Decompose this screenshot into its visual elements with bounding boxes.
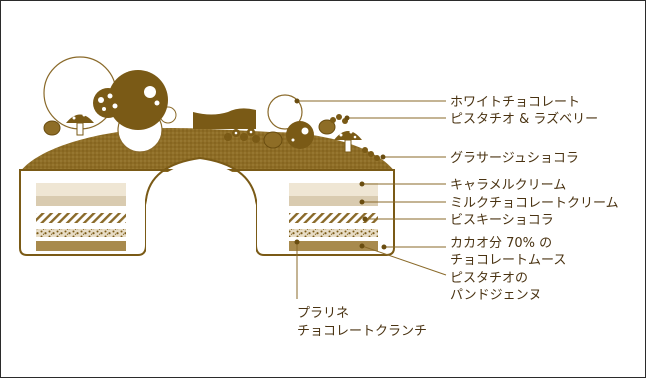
white-sphere-small xyxy=(267,94,303,130)
chocolate-ball-right xyxy=(286,121,314,149)
label-pistachio-raspberry: ピスタチオ & ラズベリー xyxy=(450,111,598,127)
left-layers xyxy=(36,183,126,251)
label-glacage: グラサージュショコラ xyxy=(450,151,579,166)
chocolate-ball-large-shine xyxy=(144,86,156,98)
milk-cream-layer-left xyxy=(36,196,126,206)
label-white-chocolate: ホワイトチョコレート xyxy=(450,95,580,110)
spot xyxy=(82,113,86,117)
milk-cream-layer-right xyxy=(289,196,378,206)
chocolate-pearls-center xyxy=(224,128,260,143)
leader-lines xyxy=(296,100,447,299)
caramel-cream-layer-left xyxy=(36,183,126,196)
top-decorations xyxy=(43,56,380,161)
mushroom-stem-right xyxy=(344,139,352,153)
label-caramel-cream: キャラメルクリーム xyxy=(450,178,566,193)
crunch-layer-left xyxy=(36,229,126,237)
chocolate-ball-large-shine-2 xyxy=(154,100,160,106)
spot xyxy=(102,107,106,111)
biscuit-layer-left xyxy=(36,213,126,223)
genoise-layer-left xyxy=(36,241,126,251)
labels: ホワイトチョコレート ピスタチオ & ラズベリー グラサージュショコラ キャラメ… xyxy=(297,95,619,339)
right-layers xyxy=(289,183,378,251)
spot xyxy=(112,103,118,109)
genoise-layer-right xyxy=(289,241,378,251)
mushroom-cap-right xyxy=(334,131,362,140)
biscuit-layer-right xyxy=(289,213,378,223)
label-cacao-mousse-line2: チョコレートムース xyxy=(450,253,566,268)
chocolate-ball-large xyxy=(108,70,168,130)
spot xyxy=(72,116,76,120)
caramel-cream-layer-right xyxy=(289,183,378,196)
spotted-ball-left xyxy=(93,88,123,118)
mushroom-stem-left xyxy=(76,122,84,136)
mushroom-cap-left xyxy=(66,114,94,123)
spot xyxy=(98,97,104,103)
hazelnut-right-2 xyxy=(318,119,336,135)
crunch-layer-right xyxy=(289,229,378,237)
label-pain-de-genes-line2: パンドジェンヌ xyxy=(450,288,542,303)
label-milk-chocolate-cream: ミルクチョコレートクリーム xyxy=(450,196,619,211)
leader-dots xyxy=(294,98,387,250)
hazelnut-left xyxy=(43,120,61,136)
label-praline-line2: チョコレートクランチ xyxy=(297,324,427,339)
label-biscuit-chocolat: ビスキーショコラ xyxy=(450,213,554,228)
spot xyxy=(107,93,113,99)
chocolate-plaque xyxy=(193,108,256,129)
chocolate-ball-right-shine xyxy=(301,127,309,135)
chocolate-pearls-right xyxy=(362,147,380,161)
cake-arch xyxy=(146,162,256,255)
label-praline-line1: プラリネ xyxy=(297,306,349,321)
label-cacao-mousse-line1: カカオ分 70% の xyxy=(450,236,552,251)
hazelnut-right-1 xyxy=(263,131,283,149)
label-pain-de-genes-line1: ピスタチオの xyxy=(450,271,528,286)
